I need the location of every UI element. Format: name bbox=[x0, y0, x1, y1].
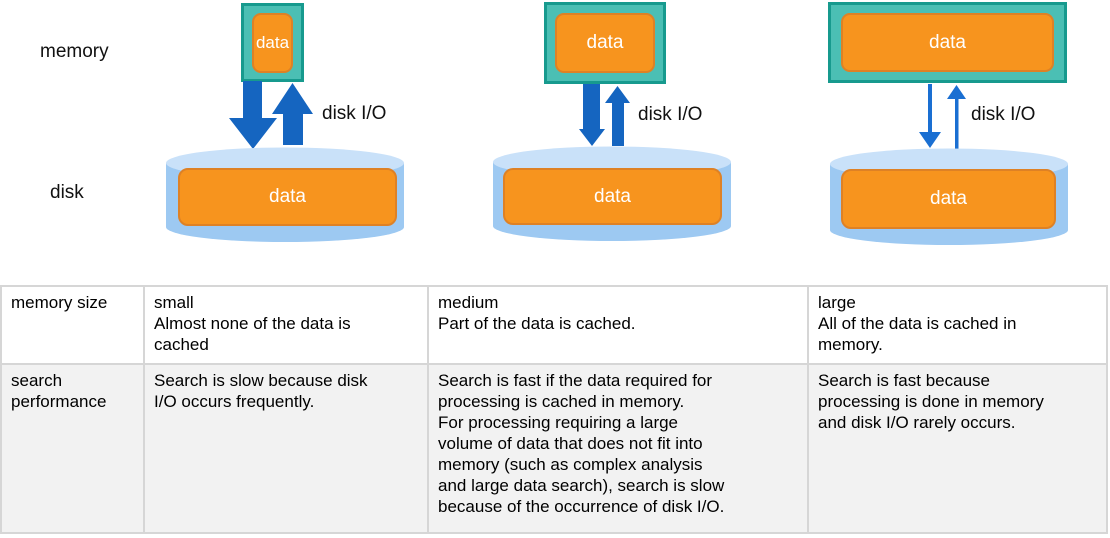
disk-io-arrows-medium bbox=[579, 84, 630, 146]
up-arrow-icon bbox=[605, 86, 630, 146]
cell-memory-size-small: small Almost none of the data is cached bbox=[143, 285, 429, 365]
disk-io-label-large: disk I/O bbox=[971, 104, 1036, 125]
cell-search-performance-medium: Search is fast if the data required for … bbox=[427, 363, 809, 534]
row-header-memory-size: memory size bbox=[0, 285, 145, 365]
disk-io-label-small: disk I/O bbox=[322, 103, 387, 124]
down-arrow-icon bbox=[919, 84, 941, 148]
memory-data-box-large: data bbox=[841, 13, 1054, 72]
down-arrow-icon bbox=[579, 84, 605, 146]
up-arrow-icon bbox=[947, 85, 966, 152]
memory-box-small: data bbox=[241, 3, 304, 82]
memory-disk-diagram: memory disk data disk I/O data data disk… bbox=[40, 2, 1068, 245]
row-header-search-performance: search performance bbox=[0, 363, 145, 534]
memory-box-medium: data bbox=[544, 2, 666, 84]
memory-data-box-small: data bbox=[252, 12, 293, 73]
comparison-table: memory size small Almost none of the dat… bbox=[0, 285, 1108, 534]
table-row-search-performance: search performance Search is slow becaus… bbox=[0, 363, 1108, 534]
cell-search-performance-large: Search is fast because processing is don… bbox=[807, 363, 1108, 534]
cell-memory-size-large: large All of the data is cached in memor… bbox=[807, 285, 1108, 365]
disk-io-label-medium: disk I/O bbox=[638, 104, 703, 125]
memory-row-label: memory bbox=[40, 41, 109, 62]
disk-data-box-small: data bbox=[178, 168, 397, 226]
disk-row-label: disk bbox=[50, 182, 84, 203]
memory-box-large: data bbox=[828, 2, 1067, 83]
disk-data-box-large: data bbox=[841, 169, 1056, 229]
memory-data-box-medium: data bbox=[555, 13, 655, 73]
cell-search-performance-small: Search is slow because disk I/O occurs f… bbox=[143, 363, 429, 534]
disk-io-arrows-small bbox=[229, 81, 313, 149]
disk-data-box-medium: data bbox=[503, 168, 722, 225]
cell-memory-size-medium: medium Part of the data is cached. bbox=[427, 285, 809, 365]
down-arrow-icon bbox=[229, 81, 277, 149]
up-arrow-icon bbox=[272, 83, 313, 145]
table-row-memory-size: memory size small Almost none of the dat… bbox=[0, 285, 1108, 365]
disk-io-arrows-large bbox=[919, 84, 966, 152]
